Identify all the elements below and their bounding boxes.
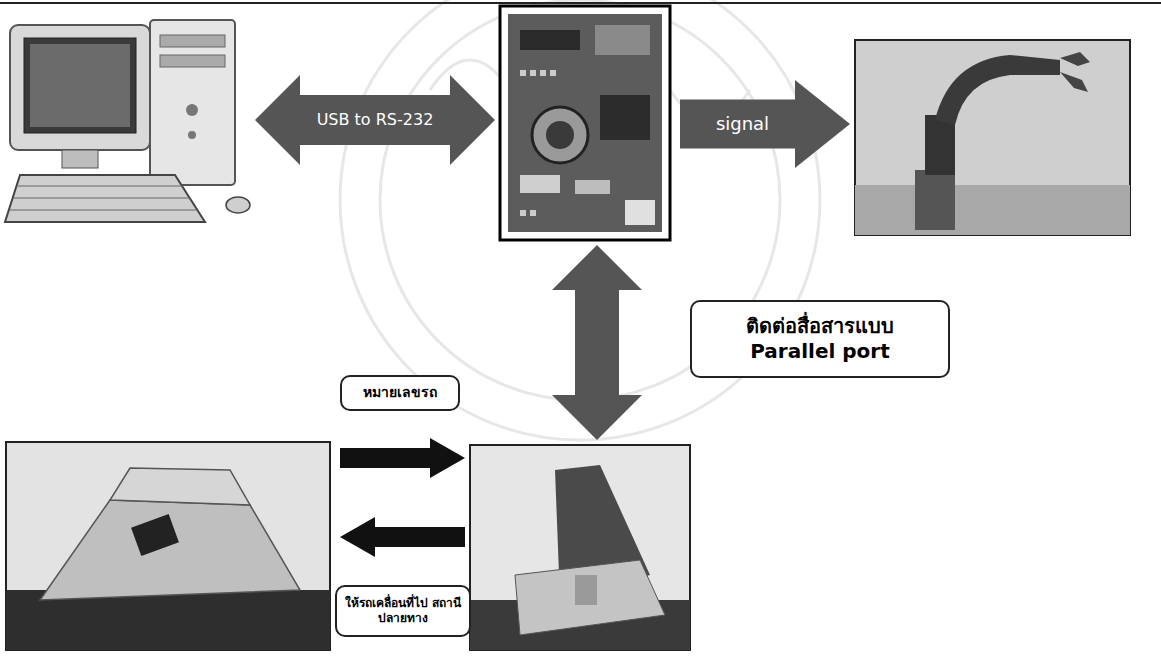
label-box: ให้รถเคลื่อนที่ไป สถานีปลายทาง <box>335 585 471 637</box>
robot-arm-picture <box>855 40 1130 235</box>
station-picture <box>470 445 690 650</box>
top-rule <box>0 2 1161 4</box>
return-arrow <box>340 517 465 557</box>
label-box: ติดต่อสื่อสารแบบ Parallel port <box>690 300 950 378</box>
send-arrow <box>340 438 465 478</box>
controller-board-picture <box>500 6 670 240</box>
box-label: ให้รถเคลื่อนที่ไป สถานีปลายทาง <box>344 596 462 626</box>
arrow-label: signal <box>716 113 769 136</box>
signal-arrow: signal <box>680 80 850 168</box>
box-label: ติดต่อสื่อสารแบบ Parallel port <box>710 314 930 364</box>
parallel-link-arrow <box>552 245 642 440</box>
vehicle-picture <box>6 442 330 650</box>
computer-picture <box>5 20 250 222</box>
link-arrow: USB to RS-232 <box>255 75 495 165</box>
box-label: หมายเลขรถ <box>363 384 437 402</box>
label-box: หมายเลขรถ <box>340 375 460 411</box>
arrow-label: USB to RS-232 <box>317 110 434 130</box>
